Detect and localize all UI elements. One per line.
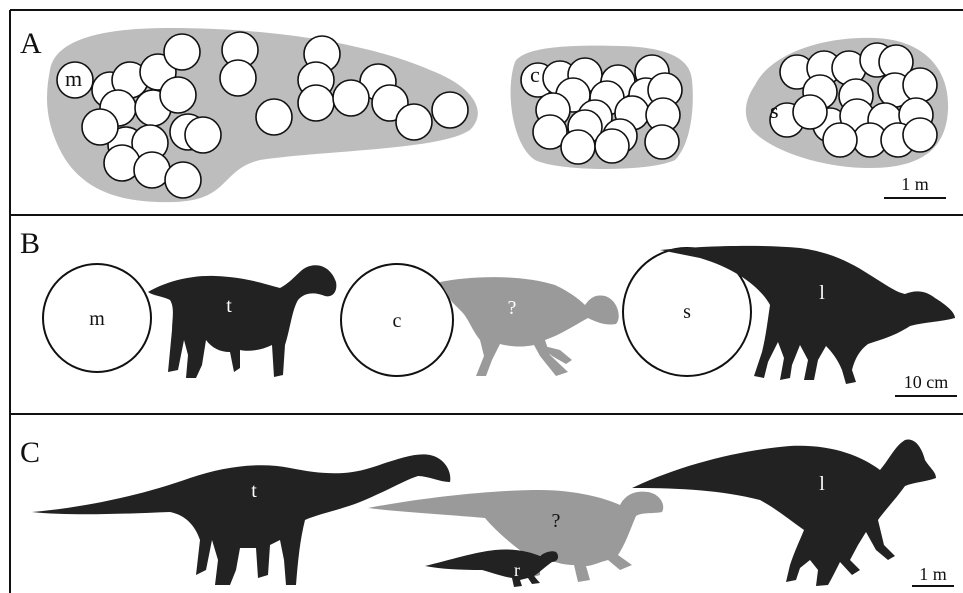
egg [160,77,196,113]
egg [165,162,201,198]
egg [903,68,937,102]
panel-a-letter: A [20,27,42,60]
egg [298,85,334,121]
egg [595,129,629,163]
adult-l-label: l [819,473,825,495]
hatchling-t-label: t [226,295,232,317]
nest-s: s [746,38,948,168]
adult-unknown-label: ? [552,510,561,532]
egg [793,95,827,129]
egg [561,130,595,164]
panel-c: C t ? r l 1 m [20,436,954,587]
egg-m: m [43,264,151,372]
egg-c-label: c [393,310,402,332]
egg [396,104,432,140]
egg [164,34,200,70]
hatchling-unknown: ? [440,277,619,376]
egg-c: c [341,264,453,376]
panel-a: A m c s 1 m [20,27,948,202]
panel-b-letter: B [20,227,40,260]
hatchling-l-label: l [819,282,825,304]
egg-s-label: s [683,301,691,323]
hatchling-t: t [148,265,336,378]
nest-c-label: c [530,62,540,87]
nest-c: c [511,46,693,169]
panel-c-scale-bar: 1 m [912,564,954,586]
nest-c-eggs [521,55,682,164]
egg [220,60,256,96]
panel-c-letter: C [20,436,40,469]
egg [823,123,857,157]
adult-t: t [32,454,450,585]
adult-r-label: r [514,560,520,580]
egg [185,117,221,153]
panel-a-scale-bar: 1 m [884,174,946,198]
nest-m-label: m [65,66,82,91]
egg [82,109,118,145]
egg-m-label: m [89,308,105,330]
hatchling-unknown-label: ? [508,297,517,319]
egg [903,118,937,152]
egg [256,99,292,135]
panel-c-scale-label: 1 m [919,564,947,584]
nest-m: m [47,28,478,202]
egg [645,125,679,159]
egg [432,92,468,128]
panel-b: B m t c ? s l 10 cm [20,227,957,396]
adult-t-label: t [251,480,257,502]
nest-s-label: s [770,98,779,123]
panel-b-scale-bar: 10 cm [895,372,957,396]
egg [333,80,369,116]
panel-b-scale-label: 10 cm [904,372,949,392]
adult-l: l [632,440,936,586]
panel-a-scale-label: 1 m [901,174,929,194]
